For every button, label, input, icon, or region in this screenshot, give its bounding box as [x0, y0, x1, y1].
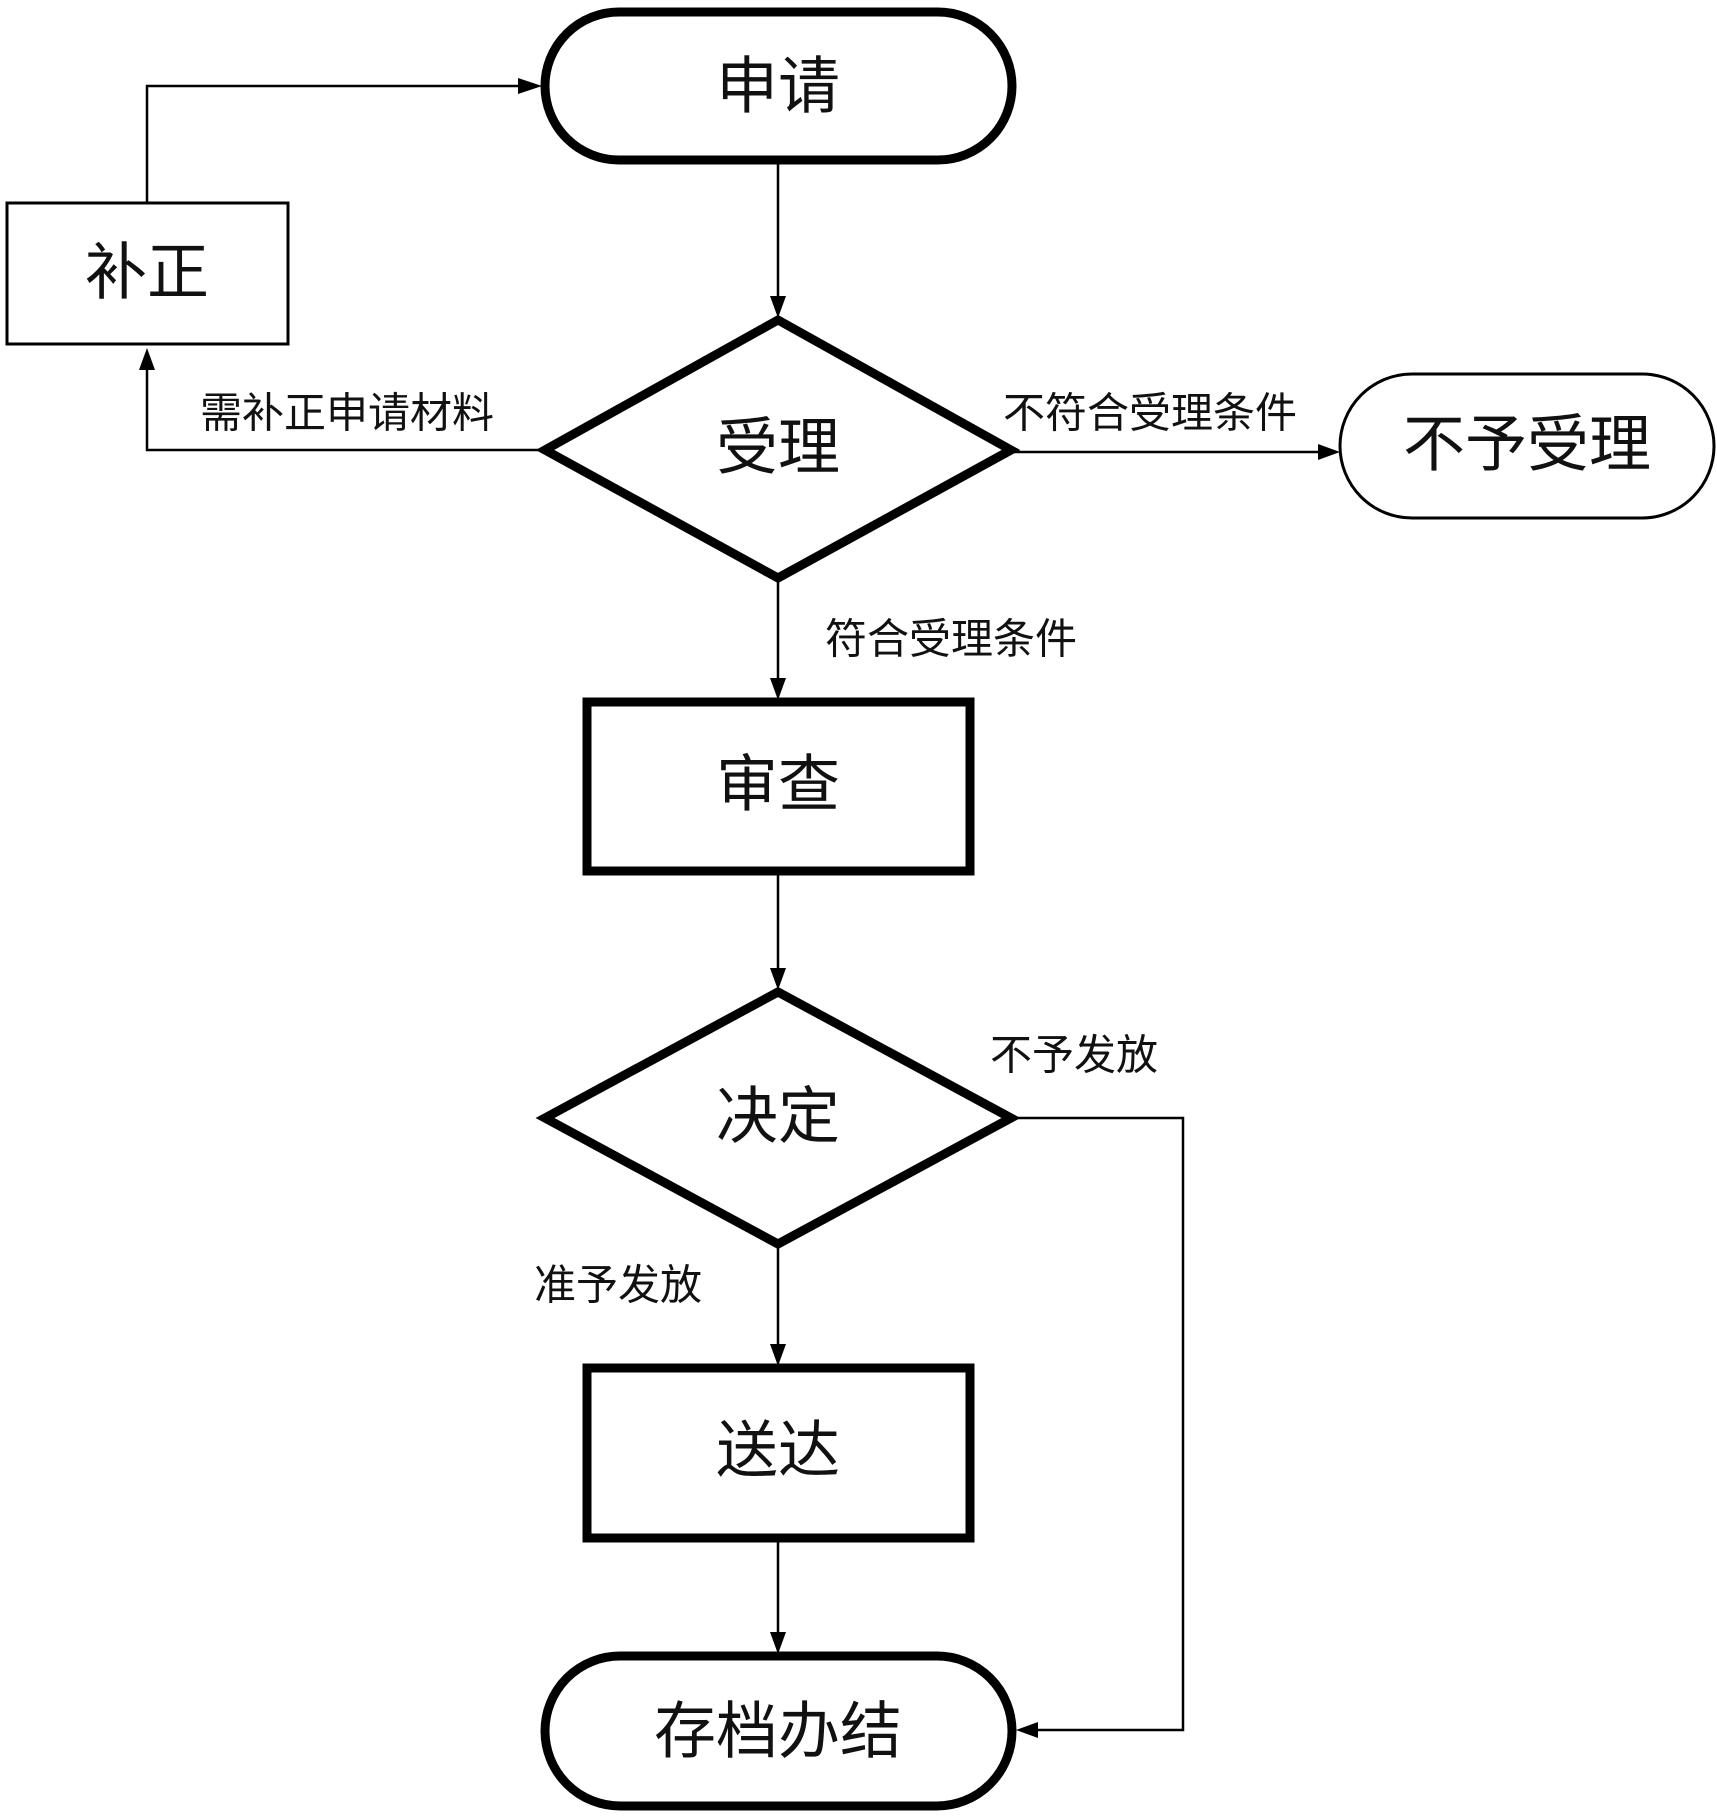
arrowhead	[139, 348, 155, 370]
node-apply-label: 申请	[716, 50, 840, 123]
node-apply: 申请	[540, 7, 1017, 165]
arrowhead	[770, 1344, 786, 1366]
node-accept: 受理	[535, 314, 1021, 584]
arrowhead	[1318, 444, 1340, 460]
node-correction: 补正	[5, 201, 290, 346]
edge-label-not-eligible: 不符合受理条件	[1003, 389, 1297, 438]
edge-label-not-issued: 不予发放	[990, 1031, 1158, 1080]
node-reject: 不予受理	[1338, 372, 1716, 520]
node-reject-label: 不予受理	[1403, 408, 1651, 481]
node-accept-label: 受理	[716, 411, 840, 484]
node-review: 审查	[582, 697, 975, 876]
node-decision-label: 决定	[716, 1080, 840, 1153]
node-decision: 决定	[535, 986, 1021, 1250]
arrowhead	[770, 678, 786, 700]
arrowhead	[1016, 1722, 1038, 1738]
arrowhead	[770, 296, 786, 318]
node-archive: 存档办结	[540, 1651, 1017, 1811]
node-deliver-label: 送达	[716, 1414, 840, 1487]
edge-decision-to-archive	[1013, 1116, 1185, 1732]
edge-label-need-correction: 需补正申请材料	[200, 389, 494, 438]
node-review-label: 审查	[716, 748, 840, 821]
arrowhead	[770, 968, 786, 990]
node-deliver: 送达	[582, 1363, 975, 1543]
arrowhead	[770, 1632, 786, 1654]
edge-label-approved: 准予发放	[534, 1261, 702, 1310]
node-archive-label: 存档办结	[654, 1695, 902, 1768]
node-correction-label: 补正	[85, 236, 209, 309]
edge-correction-to-apply	[145, 84, 518, 202]
edge-accept-to-correction	[145, 370, 543, 452]
arrowhead	[518, 78, 542, 94]
edge-label-eligible: 符合受理条件	[825, 615, 1077, 664]
